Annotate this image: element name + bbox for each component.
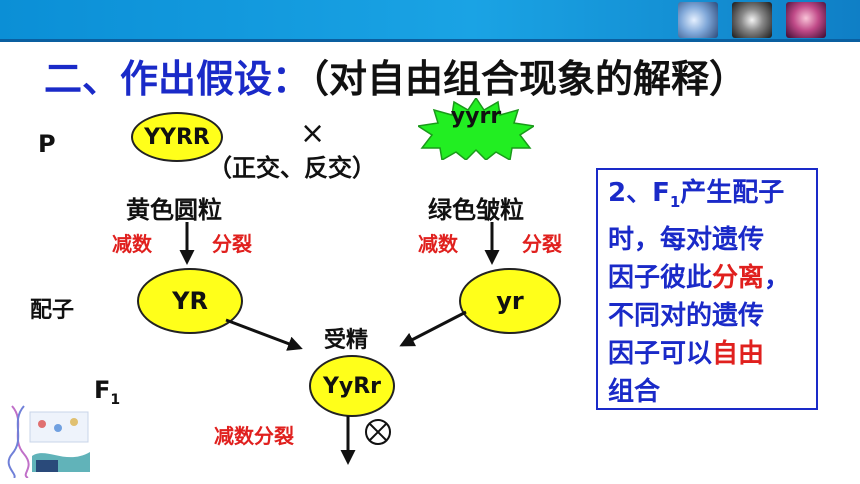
cell-thumbnail-icon	[786, 2, 826, 38]
row-label-p: P	[38, 130, 56, 158]
explanation-line-6: 组合	[608, 377, 661, 408]
title-paren: （对自由组合现象的解释）	[310, 57, 748, 101]
explanation-line-4: 不同对的遗传	[608, 301, 765, 332]
explanation-box: 2、F1产生配子 时，每对遗传 因子彼此分离， 不同对的遗传 因子可以自由 组合	[596, 168, 818, 410]
banner-underline	[0, 39, 860, 42]
gamete-right: yr	[459, 268, 561, 334]
slide-title: 二、作出假设：（对自由组合现象的解释）	[44, 48, 747, 103]
phenotype-right: 绿色皱粒	[428, 196, 524, 224]
phenotype-left: 黄色圆粒	[126, 196, 222, 224]
dna-thumbnail-icon	[678, 2, 718, 38]
title-main: 二、作出假设：	[44, 57, 311, 101]
chromosome-thumbnail-icon	[732, 2, 772, 38]
row-label-gamete: 配子	[30, 298, 75, 323]
explanation-line-1: 2、F1产生配子	[608, 178, 785, 212]
parent-yyrr-dominant: YYRR	[131, 112, 223, 162]
explanation-line-5: 因子可以自由	[608, 339, 765, 370]
fertilization-label: 受精	[324, 328, 369, 353]
self-cross-icon	[365, 419, 391, 445]
f1-meiosis-label: 减数分裂	[214, 424, 294, 448]
explanation-line-3: 因子彼此分离，	[608, 263, 791, 294]
explanation-line-2: 时，每对遗传	[608, 225, 765, 256]
cross-symbol: ×	[300, 116, 326, 151]
row-label-f1: F1	[94, 376, 121, 408]
meiosis-right-b: 分裂	[522, 232, 562, 256]
cross-note: （正交、反交）	[208, 154, 376, 182]
dna-decoration-icon	[7, 405, 90, 478]
f1-genotype: YyRr	[309, 355, 395, 417]
meiosis-left-b: 分裂	[212, 232, 252, 256]
gamete-left: YR	[137, 268, 243, 334]
meiosis-right-a: 减数	[418, 232, 458, 256]
meiosis-left-a: 减数	[112, 232, 152, 256]
parent-yyrr-recessive: yyrr	[450, 104, 502, 129]
top-banner	[0, 0, 860, 42]
parent-star-shape	[418, 98, 534, 160]
